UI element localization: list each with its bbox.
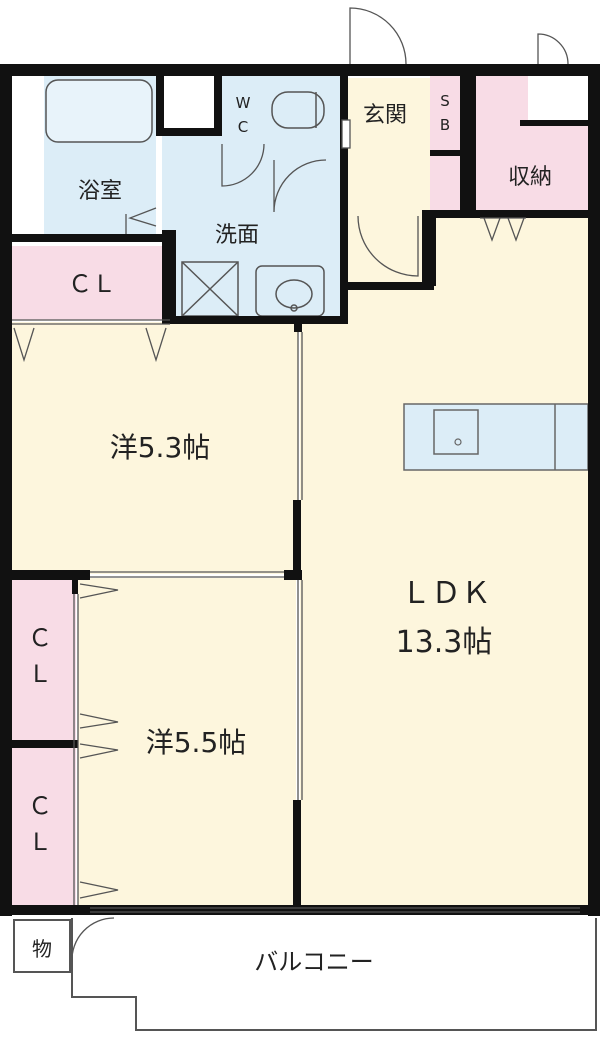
outdoor-storage-label: 物 (32, 937, 52, 961)
washroom-label: 洗面 (215, 223, 259, 248)
western-room-2-floor (78, 578, 296, 905)
bathtub-icon (45, 79, 153, 143)
wc-label-line1: W (236, 94, 251, 112)
cl-low-label-line2: Ｌ (28, 828, 52, 856)
sb-label-line2: B (440, 116, 450, 134)
entrance-hall-floor (346, 150, 430, 285)
bathroom-label: 浴室 (78, 179, 122, 204)
sink-icon (433, 409, 479, 455)
entrance-floor (346, 78, 430, 150)
storage-notch (528, 76, 588, 124)
sb-floor (430, 76, 460, 150)
cl-mid-label-line1: Ｃ (28, 624, 52, 652)
sb-label-line1: S (440, 92, 450, 110)
cl-top-label: ＣＬ (68, 270, 116, 298)
cl-mid-label-line2: Ｌ (28, 660, 52, 688)
room-labels: 浴室 W C 洗面 玄関 S B 収納 ＣＬ 洋5.3帖 ＬＤＫ 13.3帖 Ｃ… (28, 92, 552, 976)
walls (0, 64, 600, 916)
bathroom-floor (44, 76, 156, 234)
cl-low-floor (12, 748, 76, 905)
sb-lower-floor (430, 155, 460, 213)
balcony-label: バルコニー (254, 948, 374, 976)
floor-fills (12, 76, 588, 905)
balcony-outline (13, 918, 597, 1031)
cl-low-label-line1: Ｃ (28, 792, 52, 820)
western-room-2-label: 洋5.5帖 (146, 726, 247, 759)
entrance-label: 玄関 (363, 103, 407, 128)
ldk-label-line1: ＬＤＫ (401, 576, 491, 611)
toilet-icon (271, 91, 325, 129)
western-room-1-label: 洋5.3帖 (110, 431, 211, 464)
door-swings (13, 7, 569, 963)
western-room-1-floor (12, 322, 298, 574)
cl-top-floor (12, 246, 170, 320)
storage-label: 収納 (508, 165, 552, 190)
ldk-floor (300, 215, 588, 905)
wc-floor (222, 76, 340, 152)
thin-lines (12, 217, 580, 913)
kitchen-counter (403, 403, 589, 471)
wc-label-line2: C (238, 118, 248, 136)
cl-mid-floor (12, 580, 76, 742)
ldk-label-line2: 13.3帖 (396, 625, 493, 660)
